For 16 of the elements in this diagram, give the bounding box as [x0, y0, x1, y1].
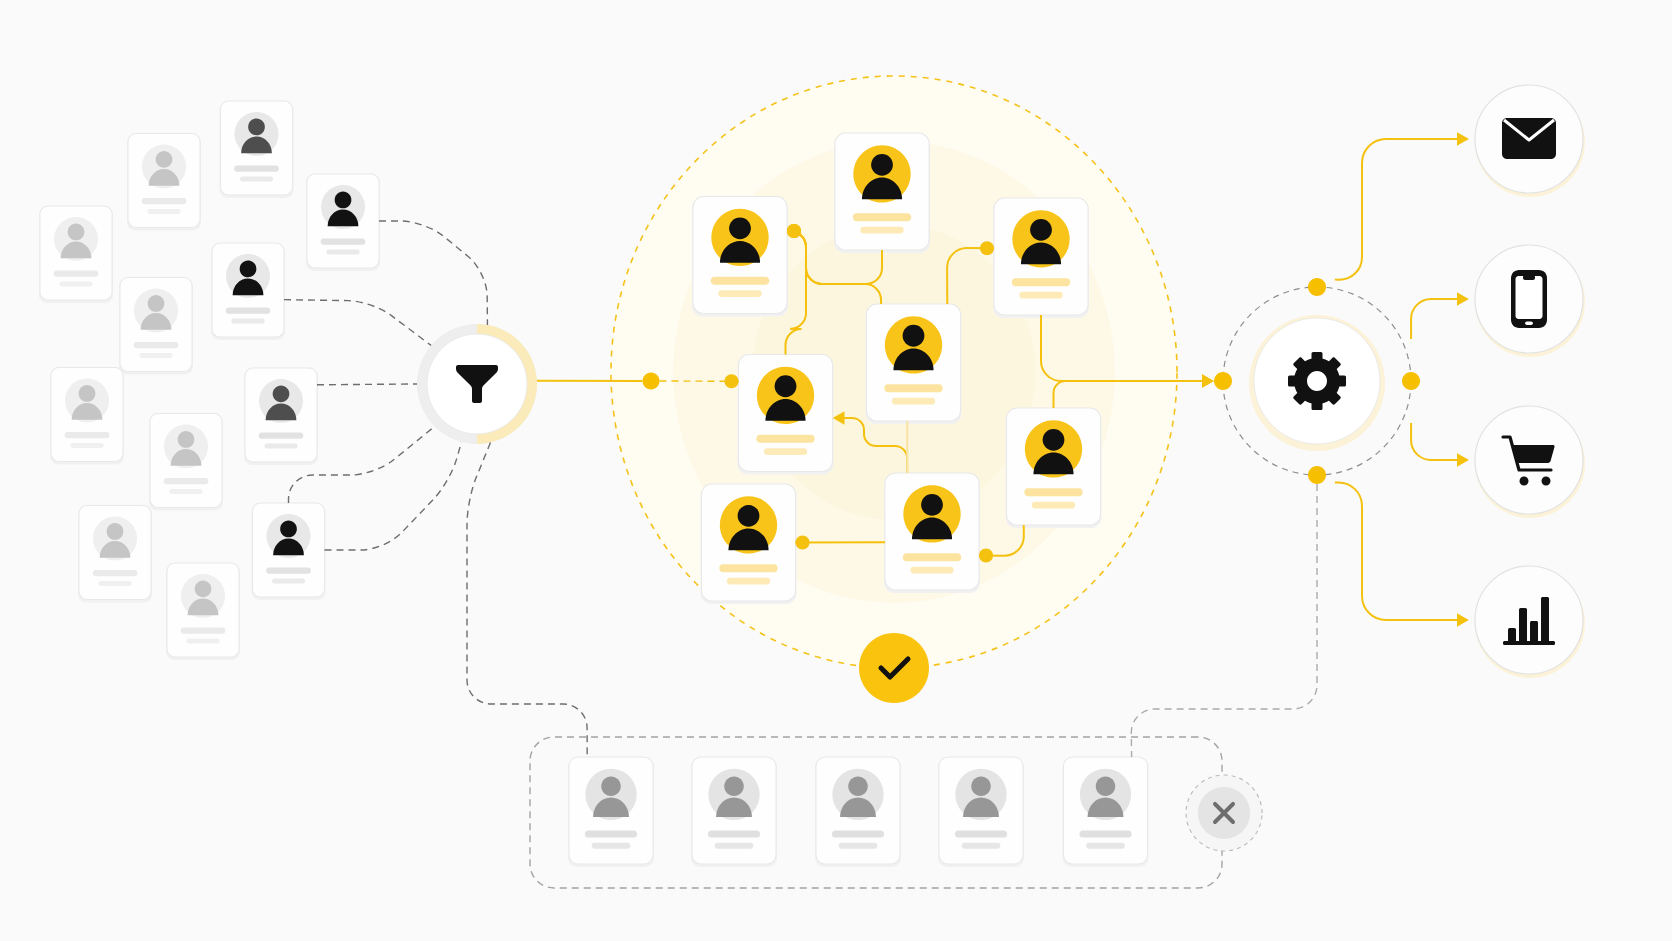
dashed-line: [316, 383, 418, 386]
dashed-line: [658, 374, 740, 389]
icon-circle: [417, 324, 537, 444]
dashed-line: [1130, 483, 1318, 758]
connector-line: [786, 224, 883, 305]
connector-line: [535, 379, 644, 382]
connector-line: [794, 535, 886, 550]
dashed-line: [283, 298, 432, 347]
check-icon: [859, 633, 929, 703]
dashed-container: [529, 736, 1223, 889]
connector-line: [978, 524, 1025, 563]
dashed-line: [378, 220, 489, 326]
connector-line: [906, 420, 909, 474]
icon-circle: [1474, 405, 1585, 518]
connector-dot: [642, 372, 660, 390]
connector-line: [946, 241, 995, 305]
